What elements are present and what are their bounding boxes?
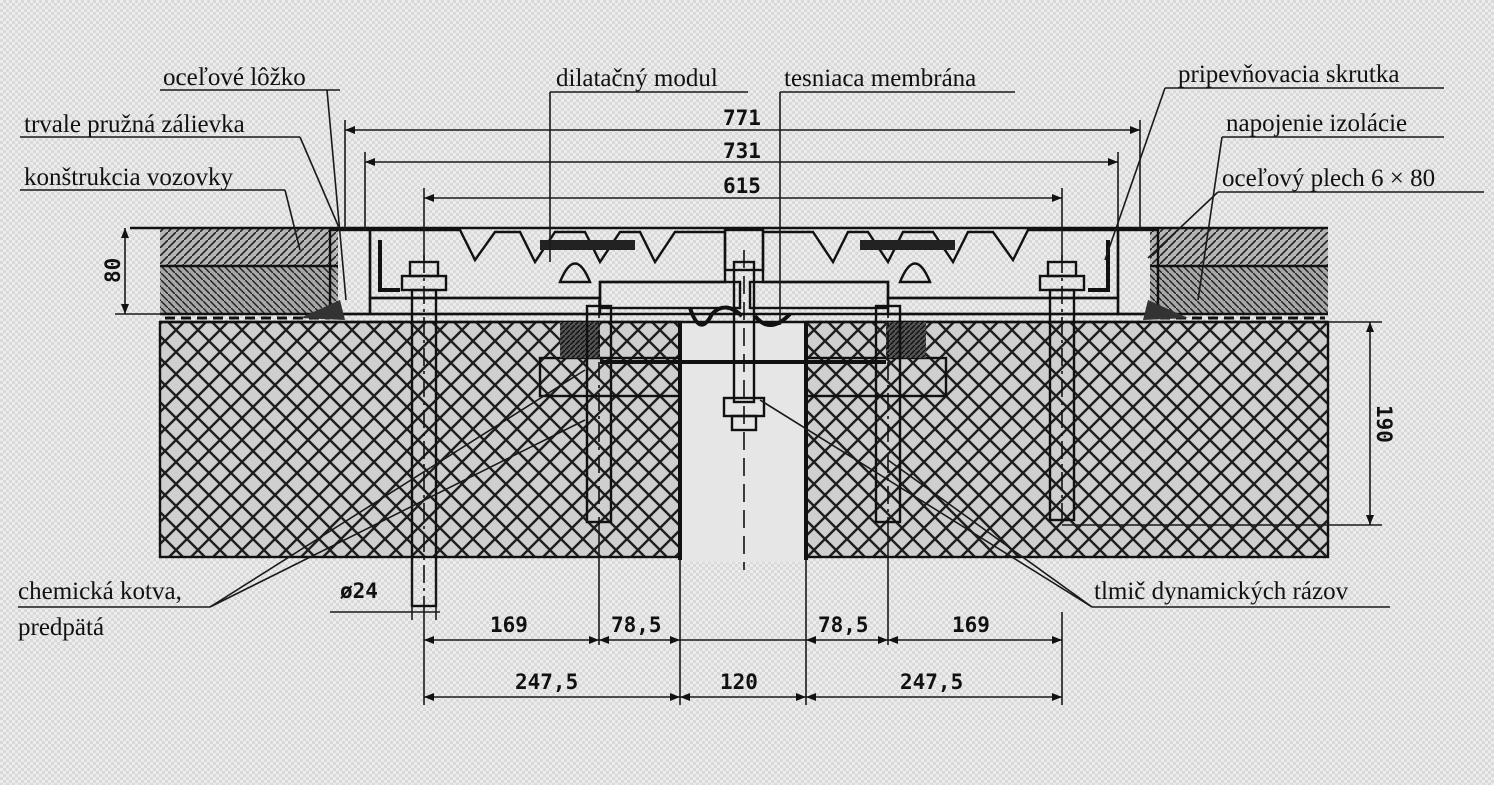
anchors bbox=[400, 250, 1086, 612]
concrete-substrate bbox=[158, 320, 1330, 562]
dim-80: 80 bbox=[101, 258, 125, 283]
label-chemical-anchor-prestressed: predpätá bbox=[18, 614, 104, 641]
dim-247-5-right: 247,5 bbox=[900, 670, 963, 694]
label-dilatation-module: dilatačný modul bbox=[556, 65, 718, 92]
dim-169-right: 169 bbox=[952, 613, 990, 637]
label-elastic-sealant: trvale pružná zálievka bbox=[24, 111, 245, 138]
dim-120: 120 bbox=[720, 670, 758, 694]
dimension-lines bbox=[115, 120, 1382, 705]
label-steel-bed: oceľové lôžko bbox=[163, 64, 306, 91]
label-fixing-bolt: pripevňovacia skrutka bbox=[1178, 61, 1399, 88]
dim-78-5-left: 78,5 bbox=[611, 613, 662, 637]
dim-771: 771 bbox=[723, 106, 761, 130]
label-steel-plate: oceľový plech 6 × 80 bbox=[1222, 165, 1435, 192]
label-shock-damper: tlmič dynamických rázov bbox=[1094, 578, 1349, 605]
dynamic-damper bbox=[538, 322, 948, 398]
dim-731: 731 bbox=[723, 139, 761, 163]
dim-615: 615 bbox=[723, 174, 761, 198]
label-road-structure: konštrukcia vozovky bbox=[24, 164, 233, 191]
label-insulation-connection: napojenie izolácie bbox=[1226, 110, 1407, 137]
label-chemical-anchor: chemická kotva, bbox=[18, 578, 182, 605]
dimension-values: 771 731 615 80 190 ø24 169 78,5 78,5 169… bbox=[101, 106, 1396, 694]
dim-190: 190 bbox=[1372, 405, 1396, 443]
dim-247-5-left: 247,5 bbox=[515, 670, 578, 694]
label-sealing-membrane: tesniaca membrána bbox=[784, 65, 976, 92]
callout-labels: oceľové lôžko trvale pružná zálievka kon… bbox=[18, 61, 1435, 641]
dim-78-5-right: 78,5 bbox=[818, 613, 869, 637]
dim-169-left: 169 bbox=[490, 613, 528, 637]
dim-diameter-24: ø24 bbox=[340, 579, 378, 603]
leader-lines bbox=[18, 87, 1484, 608]
dilatation-module bbox=[368, 228, 1120, 327]
